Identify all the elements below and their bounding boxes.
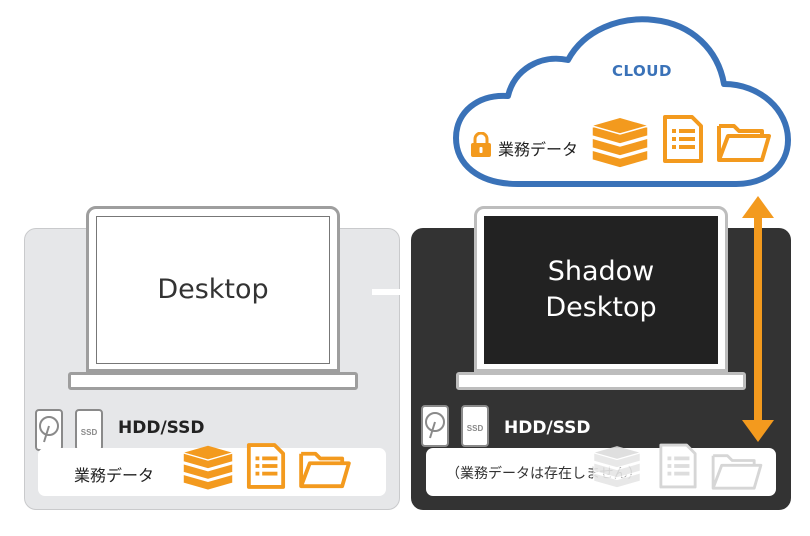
- shadow-storage-label: HDD/SSD: [504, 418, 591, 438]
- lock-icon: [470, 131, 492, 162]
- svg-text:SSD: SSD: [81, 428, 98, 437]
- cloud-shape: [453, 16, 791, 187]
- document-icon: [658, 442, 698, 494]
- laptop-screen: Desktop: [96, 216, 330, 364]
- shadow-desktop-laptop: Shadow Desktop: [456, 206, 746, 392]
- desktop-screen-text: Desktop: [157, 274, 269, 305]
- folder-icon: [710, 450, 764, 496]
- shadow-data-label: （業務データは存在しません）: [446, 466, 642, 482]
- folder-icon: [716, 120, 772, 168]
- hdd-icon: [34, 408, 64, 456]
- double-arrow-icon: [738, 192, 778, 450]
- laptop-base: [456, 372, 746, 390]
- laptop-base: [68, 372, 358, 390]
- shadow-screen-text-line1: Shadow: [547, 256, 655, 287]
- desktop-storage-label: HDD/SSD: [118, 418, 205, 438]
- shadow-screen-text-line2: Desktop: [545, 292, 657, 323]
- hdd-icon: [420, 404, 450, 452]
- database-icon: [590, 116, 650, 174]
- svg-text:SSD: SSD: [467, 424, 484, 433]
- desktop-laptop: Desktop: [68, 206, 358, 392]
- ssd-icon: SSD: [460, 404, 490, 452]
- cloud-data-label: 業務データ: [498, 140, 579, 159]
- database-icon: [592, 444, 642, 494]
- database-icon: [180, 444, 236, 496]
- document-icon: [246, 442, 286, 494]
- cloud: [448, 14, 800, 194]
- laptop-screen: Shadow Desktop: [484, 216, 718, 364]
- folder-icon: [298, 448, 352, 494]
- document-icon: [662, 114, 704, 168]
- desktop-data-label: 業務データ: [74, 466, 155, 485]
- cloud-label: CLOUD: [612, 62, 672, 80]
